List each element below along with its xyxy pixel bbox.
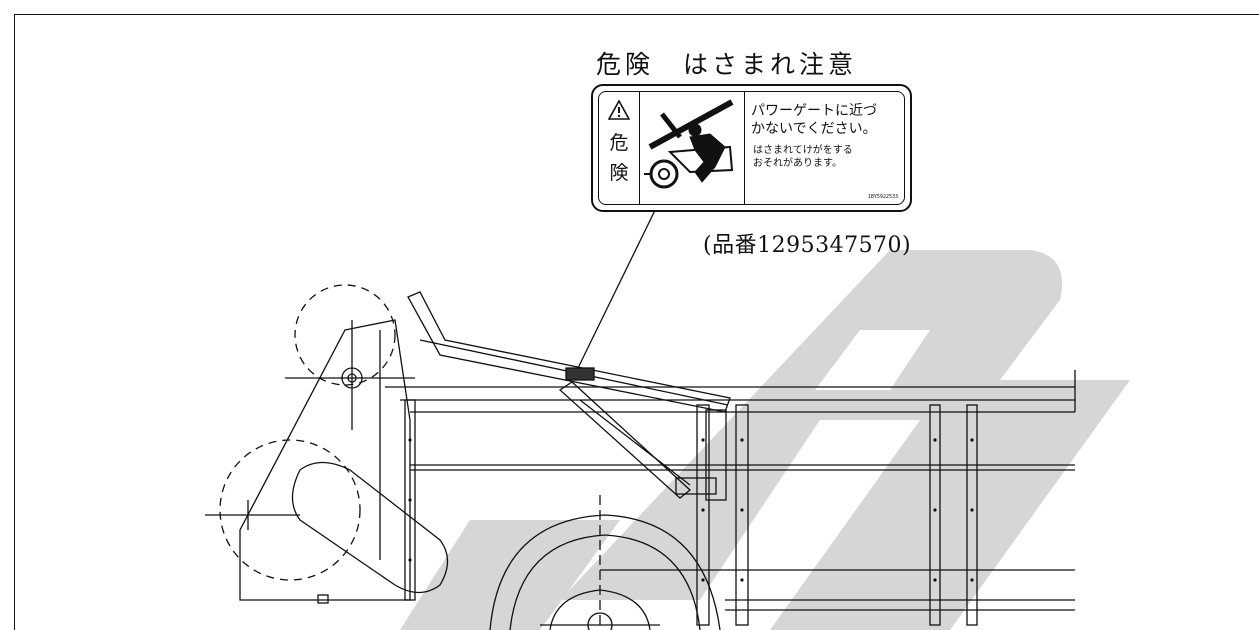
message-sub-line-2: おそれがあります。 xyxy=(753,158,842,169)
danger-column: 危 険 xyxy=(599,92,640,204)
label-border: 危 険 xyxy=(598,91,905,205)
message-column: パワーゲートに近づ かないでください。 はさまれてけがをする おそれがあります。… xyxy=(745,92,904,204)
message-main: パワーゲートに近づ かないでください。 xyxy=(751,102,877,138)
message-sub: はさまれてけがをする おそれがあります。 xyxy=(753,144,853,170)
watermark xyxy=(400,250,1130,630)
pinch-hazard-pictogram xyxy=(640,92,745,204)
warning-heading: 危険 はさまれ注意 xyxy=(596,50,858,79)
danger-char-2: 険 xyxy=(609,162,629,184)
label-code: 1BY5922533 xyxy=(867,194,898,200)
warning-triangle-icon xyxy=(608,100,630,120)
message-main-line-1: パワーゲートに近づ xyxy=(751,103,877,119)
message-sub-line-1: はさまれてけがをする xyxy=(753,145,853,156)
part-number: (品番1295347570) xyxy=(703,233,912,258)
pinch-hazard-pictogram-icon xyxy=(644,99,734,189)
message-main-line-2: かないでください。 xyxy=(751,121,877,137)
safety-warning-label: 危 険 xyxy=(591,84,912,212)
page-frame xyxy=(14,14,1259,630)
danger-char-1: 危 xyxy=(609,132,629,154)
